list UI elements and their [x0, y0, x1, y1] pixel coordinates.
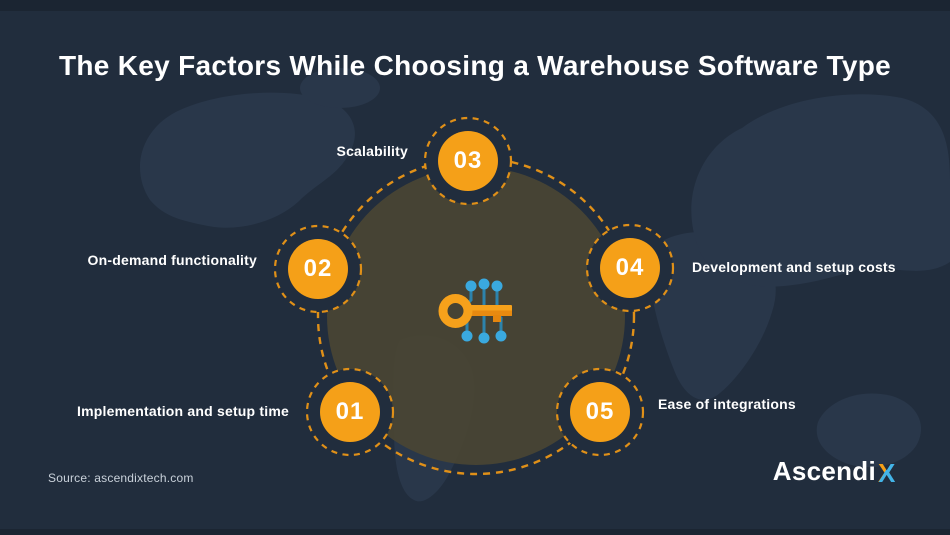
- factor-label-scalability: Scalability: [336, 143, 408, 159]
- factor-label-integrations: Ease of integrations: [658, 396, 796, 412]
- factor-node-01: 01: [320, 382, 380, 442]
- factor-number: 02: [303, 255, 333, 282]
- logo-wordmark: Ascendi: [772, 456, 876, 486]
- factor-node-02: 02: [288, 239, 348, 299]
- bottom-border: [0, 529, 950, 535]
- factor-number: 04: [615, 254, 645, 281]
- source-text: Source: ascendixtech.com: [48, 471, 194, 485]
- factor-number: 03: [453, 147, 483, 174]
- factor-label-development: Development and setup costs: [692, 259, 896, 275]
- factor-label-on-demand: On-demand functionality: [87, 252, 257, 268]
- top-border: [0, 0, 950, 11]
- logo-x-icon: X: [878, 458, 896, 484]
- page-title: The Key Factors While Choosing a Warehou…: [58, 50, 892, 81]
- brand-logo: Ascendi X: [773, 458, 903, 484]
- factor-number: 05: [585, 398, 615, 425]
- key-circuit-icon: [438, 278, 512, 344]
- factor-node-04: 04: [600, 238, 660, 298]
- factor-label-implementation: Implementation and setup time: [77, 403, 289, 419]
- svg-text:X: X: [878, 458, 896, 484]
- factor-node-05: 05: [570, 382, 630, 442]
- factor-node-03: 03: [438, 131, 498, 191]
- factor-number: 01: [335, 398, 365, 425]
